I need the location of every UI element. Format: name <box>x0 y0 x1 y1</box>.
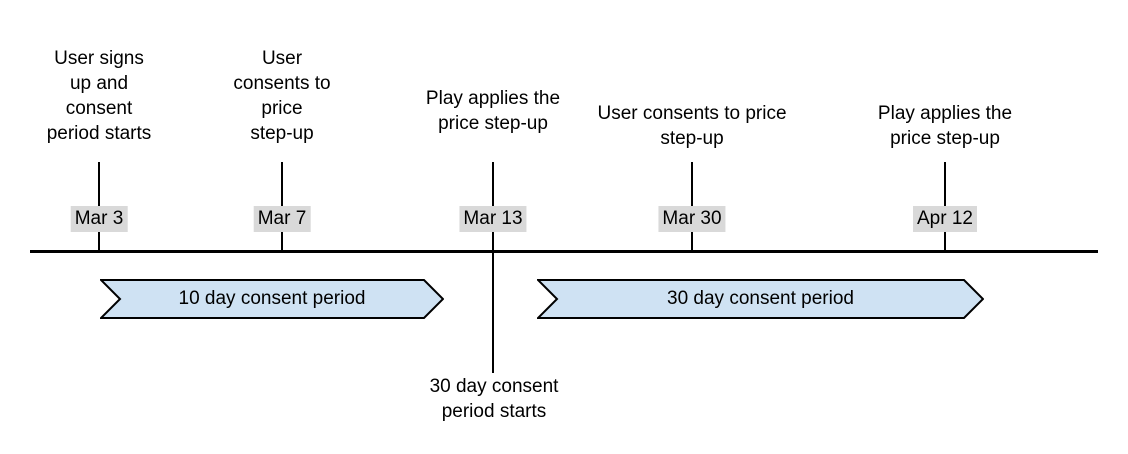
event-label-mar-30: User consents to price step-up <box>597 103 787 149</box>
event-label-apr-12: Play applies the price step-up <box>877 103 1013 149</box>
consent-period-banner-30-day <box>537 279 984 319</box>
timeline-axis <box>30 250 1098 253</box>
event-date-badge-mar-7: Mar 7 <box>253 206 311 232</box>
event-date-badge-apr-12: Apr 12 <box>913 206 977 232</box>
event-label-mar-7: User consents to price step-up <box>233 48 331 144</box>
event-label-mar-13: Play applies the price step-up <box>425 88 561 134</box>
event-date-badge-mar-30: Mar 30 <box>658 206 726 232</box>
event-label-mar-3: User signs up and consent period starts <box>46 48 152 144</box>
event-tick-mar-13 <box>492 162 494 373</box>
consent-period-banner-10-day <box>100 279 444 319</box>
note-30-day-consent-start: 30 day consent period starts <box>429 376 559 422</box>
event-date-badge-mar-3: Mar 3 <box>70 206 128 232</box>
banner-arrow-shape-10-day <box>100 279 444 319</box>
banner-arrow-shape-30-day <box>537 279 984 319</box>
banner-label-10-day: 10 day consent period <box>178 288 366 309</box>
banner-label-30-day: 30 day consent period <box>667 288 854 309</box>
event-date-badge-mar-13: Mar 13 <box>459 206 527 232</box>
